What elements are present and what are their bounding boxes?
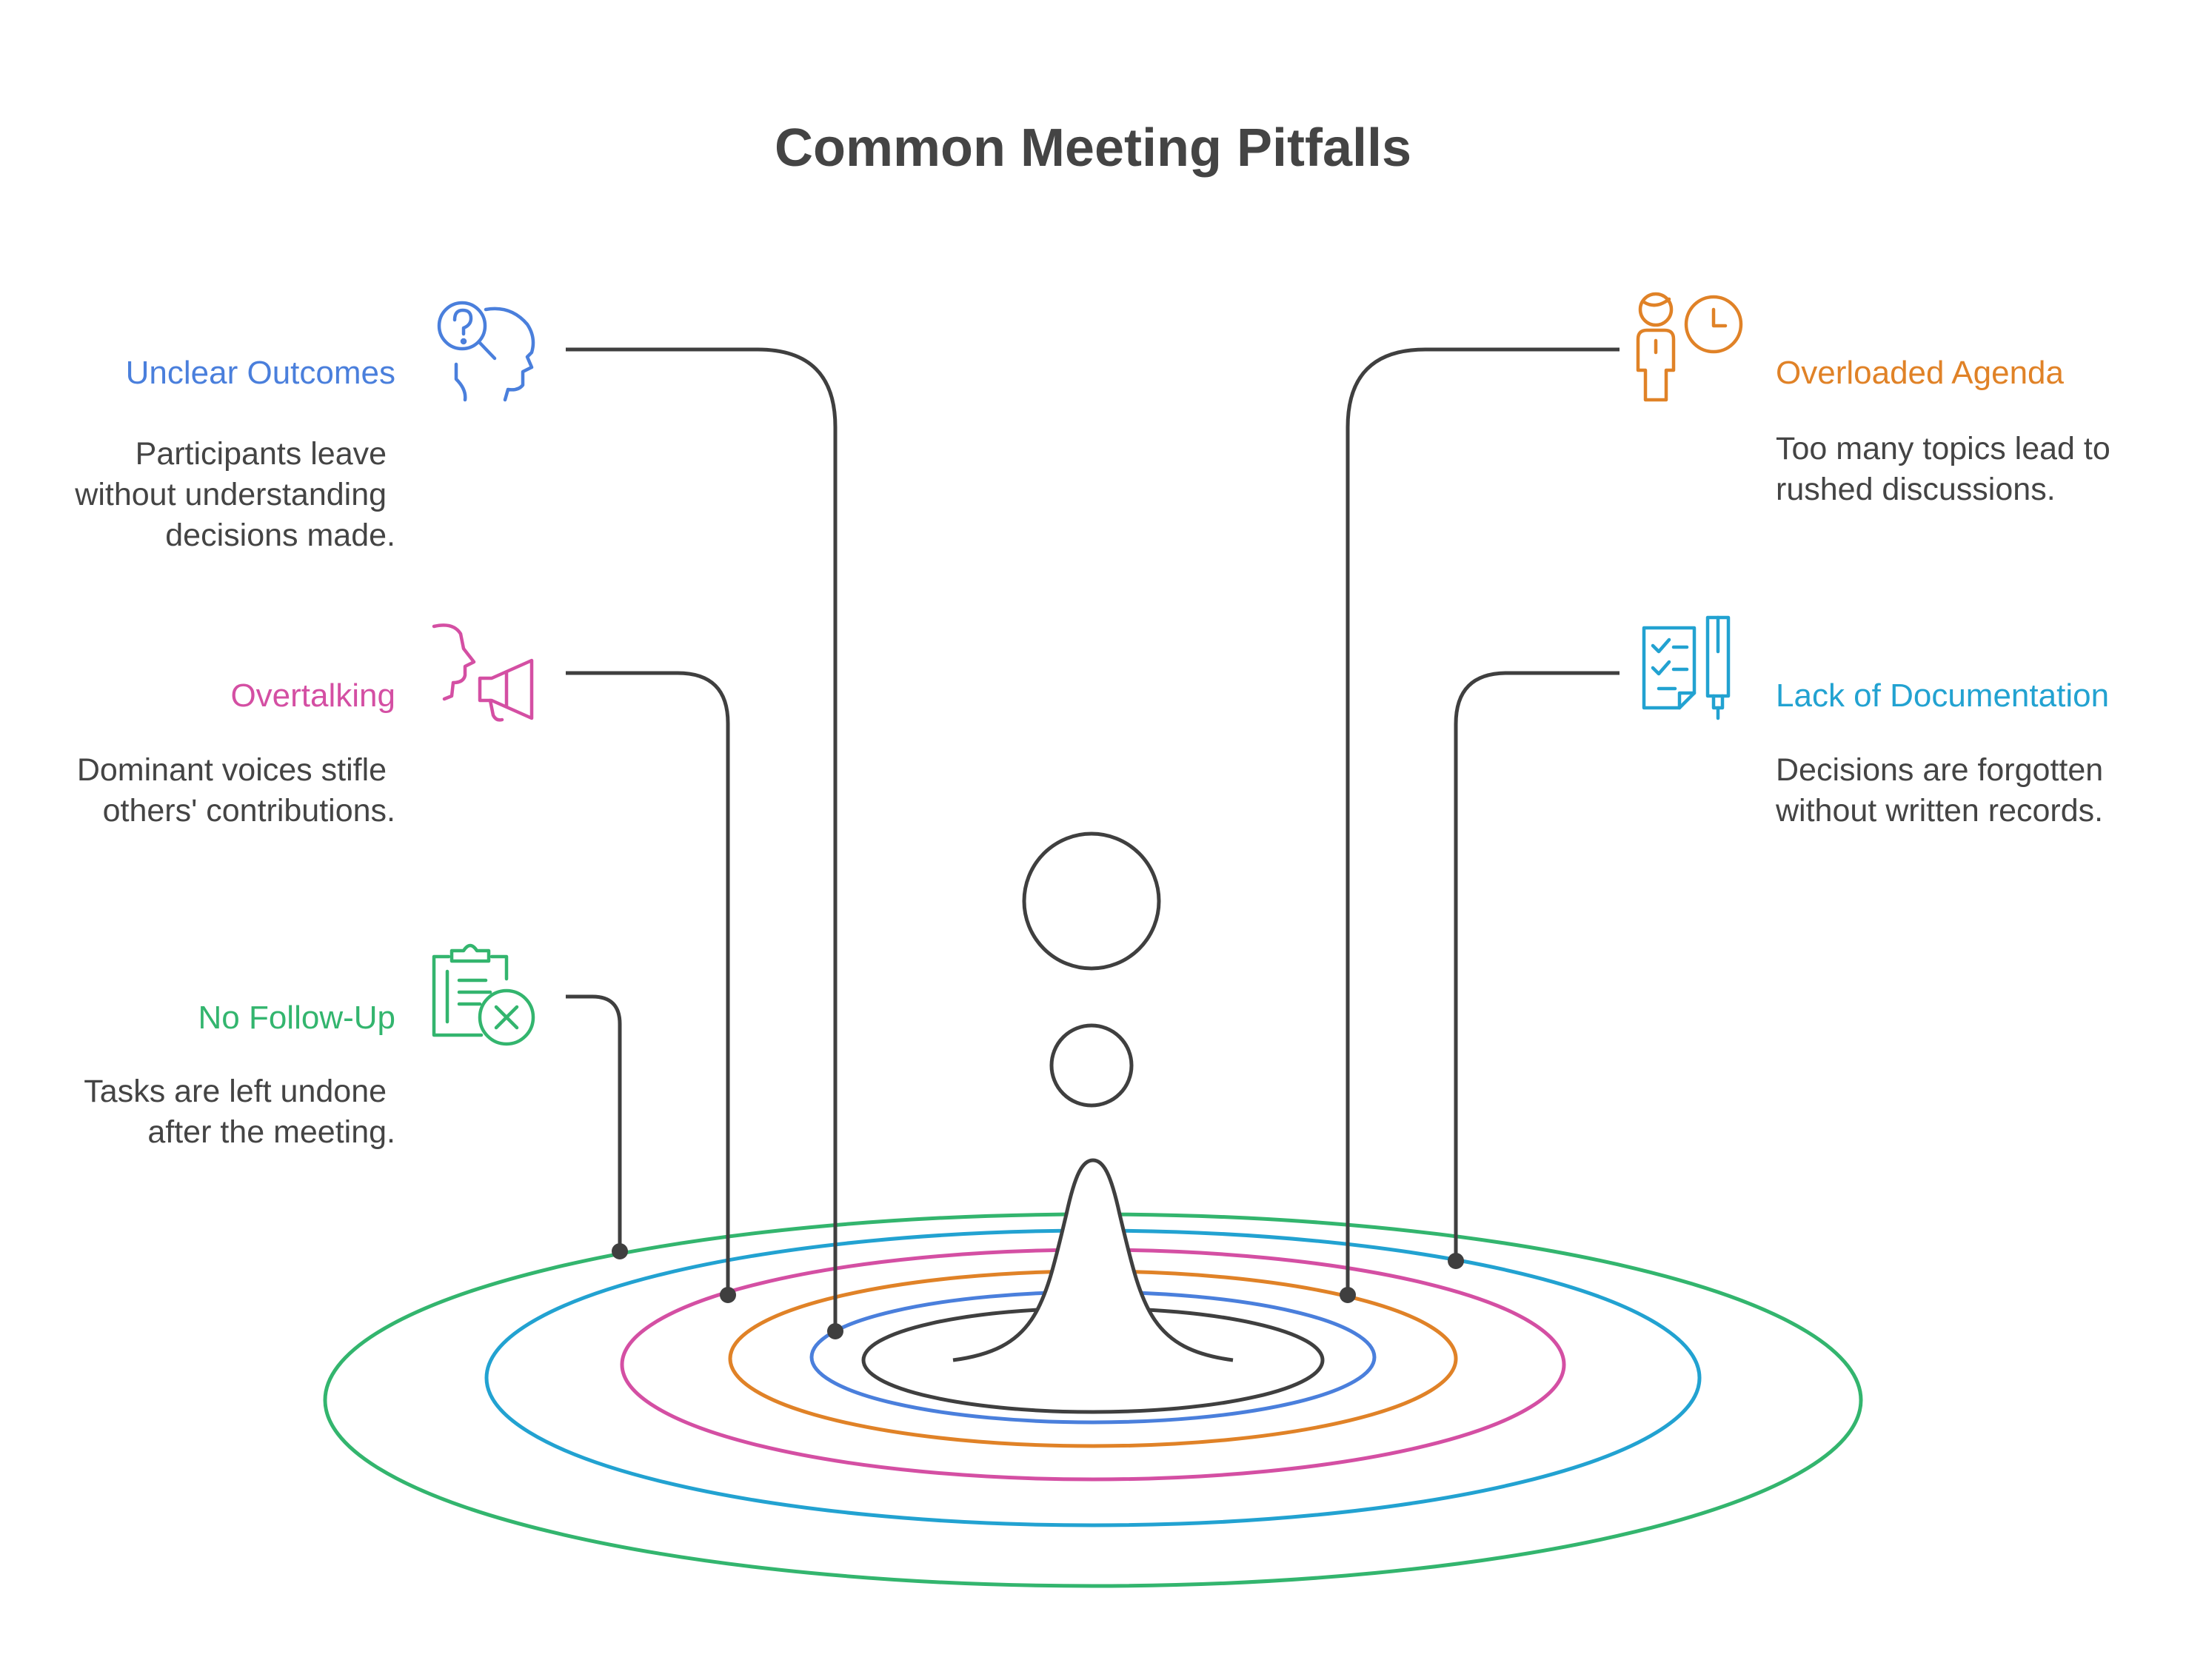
label-no-follow-up: No Follow-Up [198, 1000, 395, 1036]
small-droplet [1049, 1023, 1134, 1108]
splash-crown [952, 1158, 1234, 1362]
dot-overloaded-agenda [1340, 1287, 1356, 1303]
desc-unclear-outcomes: Participants leave without understanding… [74, 436, 395, 553]
person-clock-icon [1636, 292, 1743, 402]
dot-no-follow-up [612, 1243, 628, 1259]
desc-overtalking: Dominant voices stifle others' contribut… [77, 752, 395, 829]
megaphone-speaker-icon [432, 623, 534, 722]
label-lack-of-documentation: Lack of Documentation [1776, 677, 2109, 714]
connector-overtalking [566, 671, 730, 1295]
connectors [566, 347, 1620, 1339]
dot-lack-of-documentation [1448, 1253, 1464, 1269]
label-overtalking: Overtalking [230, 677, 395, 714]
connector-overloaded-agenda [1346, 347, 1620, 1295]
label-unclear-outcomes: Unclear Outcomes [126, 355, 395, 391]
dot-overtalking [720, 1287, 736, 1303]
desc-overloaded-agenda: Too many topics lead to rushed discussio… [1776, 431, 2119, 507]
desc-lack-of-documentation: Decisions are forgotten without written … [1775, 752, 2112, 829]
droplet-splash [952, 831, 1234, 1362]
large-droplet [1022, 831, 1161, 971]
clipboard-cancel-icon [432, 943, 535, 1046]
page-title: Common Meeting Pitfalls [775, 118, 1411, 178]
checklist-pen-icon [1642, 615, 1731, 720]
connector-lack-of-documentation [1454, 671, 1620, 1261]
connector-no-follow-up [566, 994, 622, 1251]
confused-person-icon [437, 301, 535, 402]
label-overloaded-agenda: Overloaded Agenda [1776, 355, 2065, 391]
desc-no-follow-up: Tasks are left undone after the meeting. [84, 1074, 395, 1150]
dot-unclear-outcomes [827, 1323, 843, 1339]
connector-unclear-outcomes [566, 347, 838, 1331]
